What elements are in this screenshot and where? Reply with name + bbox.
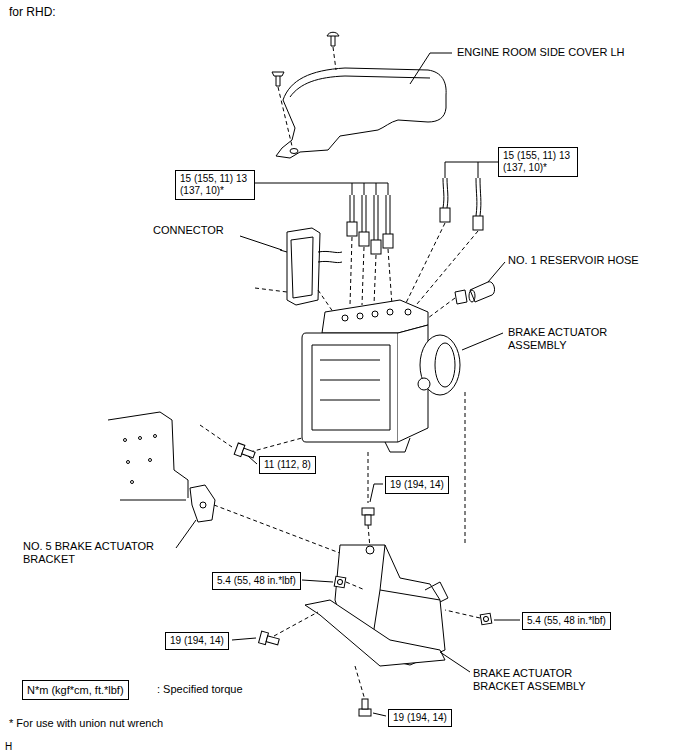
torque-callout: 15 (155, 11) 13 (137, 10)* [498, 147, 578, 177]
part-name: CONNECTOR [152, 224, 225, 237]
torque-callout: 5.4 (55, 48 in.*lbf) [522, 612, 611, 630]
footnote: * For use with union nut wrench [8, 717, 164, 730]
torque-callout: 15 (155, 11) 13 (137, 10)* [175, 170, 255, 200]
torque-callout: 19 (194, 14) [165, 632, 229, 650]
legend-torque-box: N*m (kgf*cm, ft.*lbf) [22, 680, 129, 700]
part-name: NO. 5 BRAKE ACTUATOR BRACKET [22, 540, 164, 566]
torque-value: 11 (112, 8) [264, 459, 311, 471]
torque-callout: 19 (194, 14) [385, 476, 449, 494]
torque-value: 15 (155, 11) 13 (137, 10)* [503, 150, 573, 174]
legend-text: : Specified torque [156, 683, 244, 696]
figure-code: H [4, 740, 13, 753]
torque-value: 19 (194, 14) [393, 712, 447, 724]
torque-callout: 11 (112, 8) [259, 456, 316, 474]
part-name: BRAKE ACTUATOR BRACKET ASSEMBLY [472, 667, 594, 693]
part-name: NO. 1 RESERVOIR HOSE [507, 254, 640, 267]
part-name: BRAKE ACTUATOR ASSEMBLY [507, 326, 639, 352]
torque-callout: 19 (194, 14) [388, 709, 452, 727]
torque-value: N*m (kgf*cm, ft.*lbf) [27, 683, 124, 697]
variant-heading: for RHD: [8, 6, 57, 19]
torque-callout: 5.4 (55, 48 in.*lbf) [212, 572, 301, 590]
torque-value: 5.4 (55, 48 in.*lbf) [217, 575, 296, 587]
torque-value: 19 (194, 14) [170, 635, 224, 647]
torque-value: 15 (155, 11) 13 (137, 10)* [180, 173, 250, 197]
part-name: ENGINE ROOM SIDE COVER LH [456, 46, 625, 59]
torque-value: 19 (194, 14) [390, 479, 444, 491]
torque-value: 5.4 (55, 48 in.*lbf) [527, 615, 606, 627]
